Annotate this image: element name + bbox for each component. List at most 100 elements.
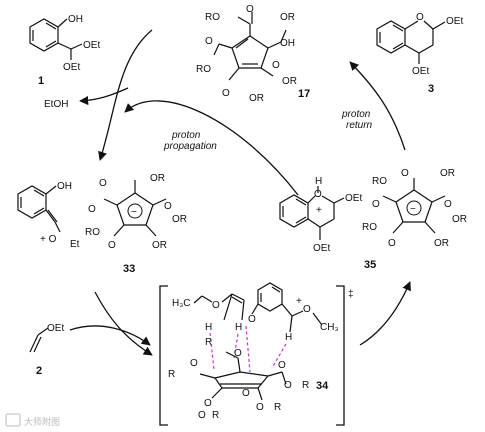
compound-3-ring-o: O xyxy=(416,12,424,23)
arrow-2-to-ts xyxy=(69,325,151,346)
ts-r-3: R xyxy=(168,369,175,380)
compound-33: OH + O Et − O OR O O RO OR O OR 33 xyxy=(17,173,187,275)
compound-35: H O + OEt OEt − RO O OR O O RO OR O OR 3… xyxy=(279,168,467,271)
c35-or-3: OR xyxy=(434,238,449,249)
ts-o-9: O xyxy=(198,410,206,421)
c33-et: Et xyxy=(70,239,80,250)
transition-state-34: ‡ H₃C O O O + CH₃ H H H O R xyxy=(159,282,354,426)
c17-o-2: O xyxy=(205,36,213,47)
ts-o-8: O xyxy=(204,398,212,409)
ts-r-5: R xyxy=(274,402,281,413)
c17-o-4: O xyxy=(222,88,230,99)
ts-h3c: H₃C xyxy=(172,298,191,309)
c35-or-1: OR xyxy=(440,168,455,179)
label-proton-return-2: return xyxy=(346,120,373,131)
ts-o-3: O xyxy=(303,304,311,315)
c33-ro: RO xyxy=(85,227,100,238)
c17-ro-2: RO xyxy=(196,64,211,75)
compound-1-oet-top: OEt xyxy=(83,40,100,51)
ts-h-3: H xyxy=(285,332,292,343)
c33-o-4: O xyxy=(108,240,116,251)
c33-oxocarbenium: + O xyxy=(40,234,57,245)
c35-plus-sign: + xyxy=(316,205,322,216)
c33-or-2: OR xyxy=(172,214,187,225)
c35-o-plus: O xyxy=(314,189,322,200)
compound-2-number: 2 xyxy=(36,365,42,377)
watermark-text: 大师附图 xyxy=(24,416,60,427)
c17-or-3: OR xyxy=(249,93,264,104)
ts-o-2: O xyxy=(248,314,256,325)
arrow-etoh-release xyxy=(79,87,129,106)
ts-hbond-2 xyxy=(233,333,239,359)
ts-r: R xyxy=(205,337,212,348)
compound-3-number: 3 xyxy=(428,83,434,95)
c35-o-4: O xyxy=(388,238,396,249)
label-proton-propagation-1: proton xyxy=(171,130,201,141)
compound-1-oet-bottom: OEt xyxy=(63,62,80,73)
compound-1: OH OEt OEt 1 xyxy=(29,14,100,87)
c35-ro-1: RO xyxy=(372,176,387,187)
ts-dagger: ‡ xyxy=(348,289,354,300)
watermark: 大师附图 xyxy=(5,413,60,427)
c35-anion-sign: − xyxy=(410,204,416,215)
c17-or-1: OR xyxy=(280,12,295,23)
arrow-proton-propagation xyxy=(124,100,299,196)
ts-bracket-right xyxy=(336,285,345,426)
ts-o-11: O xyxy=(242,388,250,399)
c17-or-2: OR xyxy=(282,76,297,87)
compound-2: OEt 2 xyxy=(29,323,64,377)
compound-3-oet-bottom: OEt xyxy=(412,66,429,77)
ts-hbond-3 xyxy=(245,325,251,373)
ts-plus-sign: + xyxy=(296,296,302,307)
ts-hbond-4 xyxy=(271,343,287,369)
c33-o-3: O xyxy=(164,201,172,212)
arrow-proton-return xyxy=(349,61,406,151)
compound-17-number: 17 xyxy=(298,88,310,100)
ts-ch3: CH₃ xyxy=(320,322,339,333)
c2-oet: OEt xyxy=(47,323,64,334)
c35-oet-top: OEt xyxy=(345,193,362,204)
c33-anion-sign: − xyxy=(131,207,137,218)
compound-33-number: 33 xyxy=(123,263,135,275)
compound-17: RO O OR OH O RO O OR O OR 17 xyxy=(196,4,310,104)
c33-o-2: O xyxy=(88,204,96,215)
label-proton-return-1: proton xyxy=(341,109,371,120)
c33-oh: OH xyxy=(57,181,72,192)
ts-o-7: O xyxy=(190,358,198,369)
c33-or-3: OR xyxy=(152,240,167,251)
ts-hbond-1 xyxy=(209,332,215,371)
ts-o-6: O xyxy=(284,380,292,391)
ts-o-10: O xyxy=(256,402,264,413)
c35-oet-bottom: OEt xyxy=(313,243,330,254)
label-proton-propagation-2: propagation xyxy=(163,141,217,152)
arrow-1-to-33 xyxy=(98,29,153,161)
c35-or-2: OR xyxy=(452,214,467,225)
c35-o-1: O xyxy=(401,168,409,179)
compound-3-oet-top: OEt xyxy=(446,16,463,27)
c35-o-2: O xyxy=(372,199,380,210)
etoh-label: EtOH xyxy=(44,99,68,110)
compound-1-number: 1 xyxy=(38,75,44,87)
c35-h: H xyxy=(315,176,322,187)
ts-r-4: R xyxy=(212,410,219,421)
ts-h-1: H xyxy=(205,322,212,333)
compound-1-oh: OH xyxy=(68,14,83,25)
c17-o-1: O xyxy=(246,4,254,15)
c17-ro-1: RO xyxy=(205,12,220,23)
ts-o-5: O xyxy=(278,360,286,371)
arrow-33-to-ts xyxy=(94,291,153,356)
c17-o-3: O xyxy=(272,60,280,71)
c35-ro-2: RO xyxy=(362,222,377,233)
arrow-ts-to-35 xyxy=(359,281,411,346)
ts-h-2: H xyxy=(235,322,242,333)
compound-3: O OEt OEt 3 xyxy=(376,12,463,95)
compound-34-number: 34 xyxy=(316,380,329,392)
ts-o-4: O xyxy=(234,348,242,359)
ts-r-2: R xyxy=(302,380,309,391)
c33-or-1: OR xyxy=(150,173,165,184)
c35-o-3: O xyxy=(444,199,452,210)
ts-bracket-left xyxy=(159,285,168,426)
ts-o-1: O xyxy=(212,300,220,311)
compound-35-number: 35 xyxy=(364,259,376,271)
